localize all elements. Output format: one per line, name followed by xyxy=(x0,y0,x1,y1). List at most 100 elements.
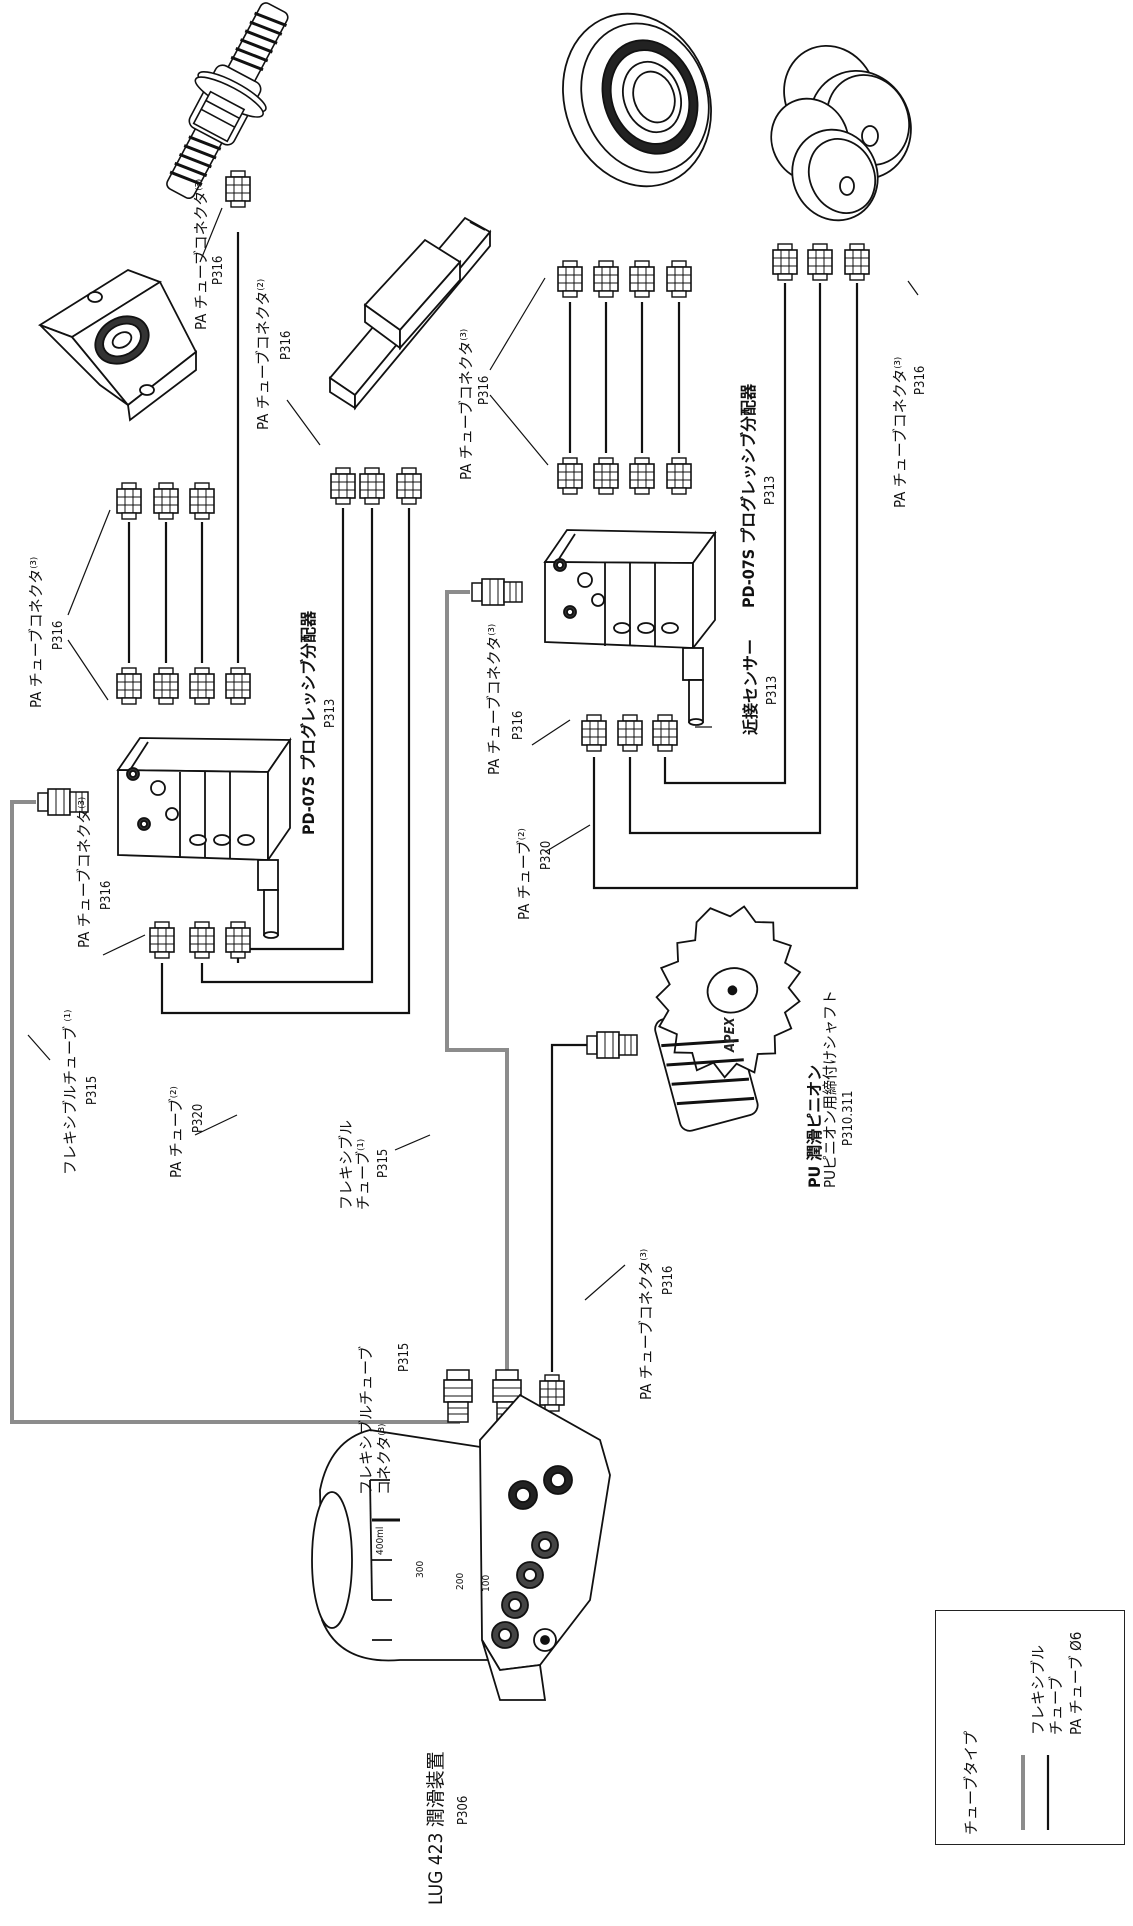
pa-connector xyxy=(225,170,251,208)
legend xyxy=(935,1610,1125,1845)
pa-tube xyxy=(628,283,822,835)
pa-tube xyxy=(550,1043,590,1372)
pa-connector xyxy=(225,667,251,705)
label-pa-connector: PA チューブコネクタ⁽³⁾ xyxy=(75,796,93,948)
label-pd07s-distributor: PD-07S プログレッシブ分配器 xyxy=(299,610,318,835)
pa-connector xyxy=(593,457,619,495)
label-p313: P313 xyxy=(765,675,780,705)
label-lubricator: LUG 423 潤滑装置 xyxy=(425,1751,447,1905)
pa-connector xyxy=(116,482,142,520)
pa-connector xyxy=(629,260,655,298)
pa-tube xyxy=(663,283,787,785)
label-scale-100: 100 xyxy=(481,1574,492,1592)
pa-connector xyxy=(557,260,583,298)
pa-tube xyxy=(200,508,374,984)
pa-connector xyxy=(225,921,251,959)
label-apex: APEX xyxy=(723,1017,738,1052)
label-p313: P313 xyxy=(763,475,778,505)
cam-rollers xyxy=(770,44,912,222)
label-flex-connector-line2: コネクタ⁽³⁾ xyxy=(375,1423,393,1495)
label-flex-tube-1: フレキシブルチューブ ⁽¹⁾ xyxy=(61,1009,79,1175)
label-p316: P316 xyxy=(279,330,294,360)
pa-tube xyxy=(236,508,345,963)
pa-connector xyxy=(539,1374,565,1412)
pa-connector xyxy=(844,243,870,281)
label-p313: P313 xyxy=(323,698,338,728)
pa-connector xyxy=(189,667,215,705)
pa-connector xyxy=(557,457,583,495)
label-p316: P316 xyxy=(211,255,226,285)
pa-connector xyxy=(189,482,215,520)
label-p316: P316 xyxy=(511,710,526,740)
label-p316: P316 xyxy=(51,620,66,650)
pa-connector xyxy=(593,260,619,298)
ball-screw xyxy=(166,2,289,200)
label-p315: P315 xyxy=(397,1342,412,1372)
pa-connector xyxy=(153,667,179,705)
pa-tube xyxy=(160,508,411,1015)
label-p316: P316 xyxy=(661,1265,676,1295)
label-p315: P315 xyxy=(85,1075,100,1105)
label-pd07s-distributor: PD-07S プログレッシブ分配器 xyxy=(739,383,758,608)
pa-connector xyxy=(153,482,179,520)
pa-tubes xyxy=(127,232,859,1372)
pa-connector xyxy=(772,243,798,281)
label-pa-connector: PA チューブコネクタ⁽³⁾ xyxy=(485,623,503,775)
pa-connector xyxy=(116,667,142,705)
label-flex-tube-1-line1: フレキシブル xyxy=(337,1119,355,1210)
pa-tube xyxy=(592,283,859,890)
pa-connector xyxy=(666,457,692,495)
label-p316: P316 xyxy=(913,365,928,395)
pa-connector xyxy=(189,921,215,959)
flexible-tubes xyxy=(10,590,509,1424)
label-p316: P316 xyxy=(477,375,492,405)
pa-connector xyxy=(629,457,655,495)
label-pinion-line2: PUピニオン用締付けシャフト xyxy=(821,989,839,1188)
legend-title: チューブタイプ xyxy=(962,1730,980,1835)
pa-connector xyxy=(617,714,643,752)
pa-connector xyxy=(666,260,692,298)
lubricator-unit xyxy=(311,1393,611,1701)
label-pa-connector-2: PA チューブコネクタ⁽²⁾ xyxy=(254,278,272,430)
label-pinion-ref: P310.311 xyxy=(841,1090,856,1146)
cylindrical-roller-bearing xyxy=(562,12,712,188)
progressive-distributor xyxy=(543,529,717,726)
pa-connector xyxy=(396,467,422,505)
label-scale-300: 300 xyxy=(415,1560,426,1578)
pa-connector xyxy=(359,467,385,505)
pa-connector xyxy=(149,921,175,959)
label-scale-400: 400ml xyxy=(375,1526,386,1555)
label-p316: P316 xyxy=(99,880,114,910)
pa-connector xyxy=(807,243,833,281)
label-pa-connector: PA チューブコネクタ⁽³⁾ xyxy=(27,556,45,708)
linear-guide-rail xyxy=(328,216,492,411)
label-pa-connector: PA チューブコネクタ⁽³⁾ xyxy=(891,356,909,508)
progressive-distributor xyxy=(116,737,292,939)
legend-flex-line1: フレキシブル xyxy=(1029,1644,1047,1735)
label-p315: P315 xyxy=(376,1148,391,1178)
flex-connector xyxy=(443,1369,473,1423)
pillow-block-bearing xyxy=(37,269,198,422)
label-flex-connector-line1: フレキシブルチューブ xyxy=(357,1345,375,1495)
label-p320: P320 xyxy=(539,840,554,870)
pa-connector xyxy=(581,714,607,752)
legend-pa-tube: PA チューブ Ø6 xyxy=(1067,1631,1085,1735)
label-scale-200: 200 xyxy=(455,1572,466,1590)
flex-connector xyxy=(471,578,523,606)
pa-connector xyxy=(330,467,356,505)
label-pa-connector: PA チューブコネクタ⁽³⁾ xyxy=(192,178,210,330)
flex-tube-right xyxy=(445,590,509,1370)
leader-lines xyxy=(27,207,919,1301)
legend-flex-line2: チューブ xyxy=(1047,1675,1065,1735)
label-flex-tube-1-line2: チューブ⁽¹⁾ xyxy=(354,1138,372,1210)
label-p320: P320 xyxy=(191,1103,206,1133)
label-pa-tube-2: PA チューブ⁽²⁾ xyxy=(515,828,533,920)
lubrication-pinion xyxy=(654,905,802,1132)
label-pa-connector: PA チューブコネクタ⁽³⁾ xyxy=(637,1248,655,1400)
label-p306: P306 xyxy=(456,1795,471,1825)
label-pa-connector: PA チューブコネクタ⁽³⁾ xyxy=(457,328,475,480)
label-proximity-sensor: 近接センサー xyxy=(741,638,760,735)
legend-swatches xyxy=(1021,1755,1050,1830)
